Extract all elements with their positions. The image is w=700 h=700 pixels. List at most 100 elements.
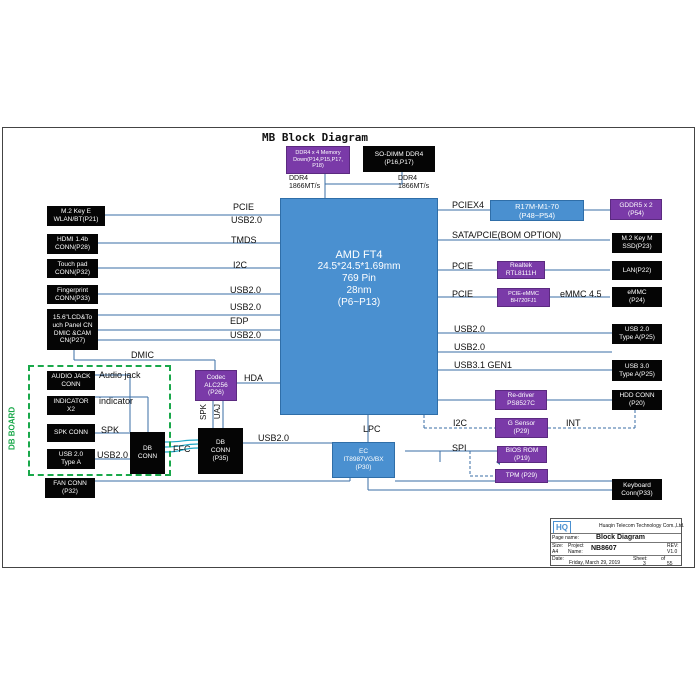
codec-line1: Codec	[206, 373, 226, 381]
sheet-label: Sheet:	[633, 556, 648, 562]
cpu-pages: (P6~P13)	[337, 297, 381, 308]
date-value: Friday, March 29, 2019	[569, 560, 621, 566]
gddr5-box: GDDR5 x 2 (P54)	[610, 199, 662, 220]
hdd-conn-box: HDD CONN (P20)	[612, 390, 662, 410]
title-block: HQ Huaqin Telecom Technology Com.,Ltd. P…	[550, 518, 685, 567]
sig-spi: SPI	[452, 443, 467, 453]
db-conn-p35-line3: (P35)	[212, 454, 229, 462]
keyboard-line2: Conn(P33)	[621, 489, 653, 497]
fingerprint-line1: Fingerprint	[56, 286, 89, 294]
sheet-value: 3	[643, 561, 646, 567]
db-conn-p35-line1: DB	[215, 439, 226, 447]
redriver-line1: Re-driver	[507, 392, 535, 400]
sig-dmic: DMIC	[131, 350, 154, 360]
of-value: 55	[667, 561, 673, 567]
sig-usb20-r2: USB2.0	[454, 342, 486, 352]
usb20-type-a-box: USB 2.0 Type A(P25)	[612, 324, 662, 344]
sig-usb-db: USB2.0	[97, 450, 129, 460]
lan-box: LAN(P22)	[612, 261, 662, 280]
fan-conn-box: FAN CONN (P32)	[45, 478, 95, 498]
ec-line2: IT8987VG/BX	[343, 456, 384, 464]
lcd-line4: CN(P27)	[59, 337, 86, 345]
page-name: Block Diagram	[596, 534, 646, 541]
sig-lpc: LPC	[363, 424, 381, 434]
rev-label: REV:	[667, 543, 679, 549]
tpm-text: TPM (P29)	[505, 472, 538, 480]
sodimm-text: SO-DIMM DDR4 (P16,P17)	[374, 151, 424, 166]
db-conn-line2: CONN	[137, 453, 158, 460]
emmc-line2: (P24)	[629, 297, 645, 304]
db-conn-p35-box: DB CONN (P35)	[198, 428, 243, 474]
indicator-line2: X2	[67, 405, 75, 413]
m2-ssd-line2: SSD(P23)	[622, 243, 652, 250]
ec-line3: (P30)	[355, 463, 372, 471]
codec-line2: ALC256	[204, 381, 228, 389]
sig-usb-wlan: USB2.0	[231, 215, 263, 225]
m2-wlan-line1: M.2 Key E	[61, 208, 91, 216]
pcie-emmc-line2: BH720FJ1	[510, 297, 537, 304]
sig-audio-jack: Audio jack	[99, 370, 141, 380]
emmc-box: eMMC (P24)	[612, 287, 662, 307]
r17m-line1: R17M-M1-70	[515, 201, 559, 211]
sig-indicator: indicator	[99, 396, 134, 406]
spk-conn-box: SPK CONN	[47, 424, 95, 442]
sig-usb-lcd: USB2.0	[230, 302, 262, 312]
ddr4-right-label: DDR4	[398, 175, 418, 182]
audio-jack-box: AUDIO JACK CONN	[47, 371, 95, 390]
sig-usb-fp: USB2.0	[230, 285, 262, 295]
diagram-title: MB Block Diagram	[262, 131, 368, 144]
realtek-line1: Realtek	[509, 262, 533, 270]
sig-ffc: FFC	[173, 444, 191, 454]
ddr4-left-label: DDR4	[289, 175, 309, 182]
lcd-line3: DMIC &CAM	[53, 329, 92, 337]
ddr4-right-speed: 1866MT/s	[398, 183, 430, 190]
sig-usb-dbconn: USB2.0	[258, 433, 290, 443]
m2-ssd-box: M.2 Key M SSD(P23)	[612, 233, 662, 253]
sig-usb20-r: USB2.0	[454, 324, 486, 334]
size-value: A4	[552, 549, 559, 555]
lcd-line2: uch Panel CN	[52, 321, 93, 329]
fan-line1: FAN CONN	[53, 480, 87, 488]
size-label: Size:	[552, 543, 564, 549]
cpu-process: 28nm	[346, 285, 372, 296]
sig-edp: EDP	[230, 316, 249, 326]
usb20-a-line2: Type A(P25)	[619, 334, 655, 341]
cpu-block: AMD FT4 24.5*24.5*1.69mm 769 Pin 28nm (P…	[280, 198, 438, 415]
sig-spk: SPK	[101, 425, 120, 435]
gddr5-line1: GDDR5 x 2	[619, 201, 653, 209]
company-name: Huaqin Telecom Technology Com.,Ltd.	[599, 523, 685, 529]
codec-line3: (P26)	[208, 389, 224, 397]
touchpad-line1: Touch pad	[57, 260, 88, 268]
usb20-a-line1: USB 2.0	[624, 326, 650, 334]
usb30-a-line1: USB 3.0	[624, 362, 650, 370]
touchpad-line2: CONN(P32)	[54, 268, 91, 276]
m2-wlan-box: M.2 Key E WLAN/BT(P21)	[47, 206, 105, 226]
db-board-frame	[28, 365, 171, 476]
sig-spk-vertical: SPK	[199, 404, 208, 421]
pcie-emmc-box: PCIE-eMMC BH720FJ1	[497, 288, 550, 307]
spk-conn-text: SPK CONN	[54, 429, 88, 437]
sig-pciex4: PCIEX4	[452, 200, 485, 210]
emmc-line1: eMMC	[627, 289, 647, 297]
sig-usb31: USB3.1 GEN1	[454, 360, 513, 370]
usb-a-db-line2: Type A	[61, 459, 81, 466]
redriver-box: Re-driver PS8527C	[495, 390, 547, 410]
m2-wlan-line2: WLAN/BT(P21)	[53, 216, 99, 223]
ec-line1: EC	[358, 448, 369, 456]
gddr5-line2: (P54)	[628, 209, 644, 217]
bios-rom-box: BIOS ROM (P19)	[497, 446, 547, 463]
db-board-label: DB BOARD	[7, 406, 17, 450]
db-conn-p35-line2: CONN	[210, 447, 231, 455]
sig-int: INT	[566, 418, 581, 428]
keyboard-conn-box: Keyboard Conn(P33)	[612, 479, 662, 500]
fingerprint-line2: CONN(P33)	[54, 294, 91, 302]
date-label: Date:	[552, 556, 564, 562]
hdd-line1: HDD CONN	[619, 392, 655, 400]
hdd-line2: (P20)	[629, 400, 645, 407]
project-label: Project Name:	[568, 543, 584, 555]
sig-usb-lcd2: USB2.0	[230, 330, 262, 340]
realtek-line2: RTL8111H	[505, 270, 537, 277]
realtek-box: Realtek RTL8111H	[497, 261, 545, 279]
r17m-gpu-box: R17M-M1-70 (P48~P54)	[490, 200, 584, 221]
